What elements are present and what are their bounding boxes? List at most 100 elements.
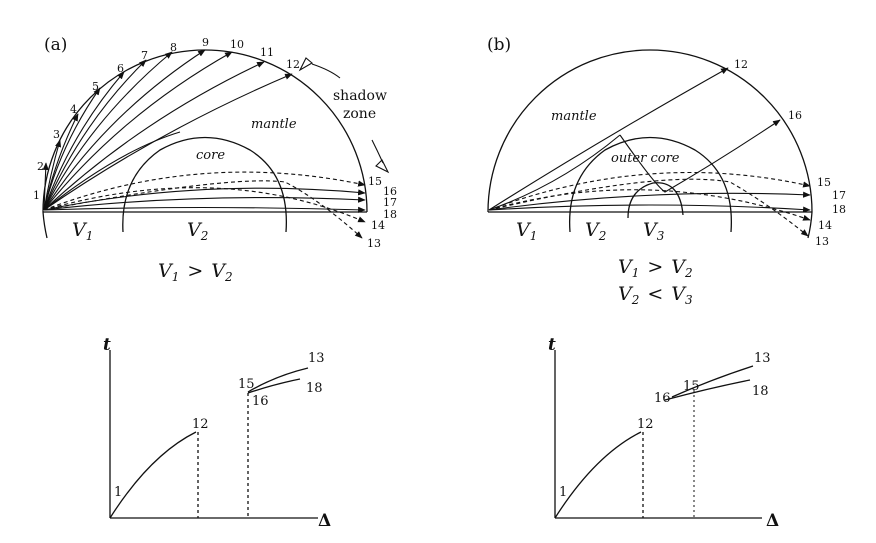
ray-a-16 <box>43 187 366 211</box>
ray-label: 1 <box>33 189 40 202</box>
panel-b-ray-numbers: 12 16 15 17 18 14 13 <box>734 58 846 248</box>
panel-a-dashed-rays <box>43 171 366 239</box>
shadow-zone-arrow-top <box>298 57 313 72</box>
ray-label: 18 <box>383 208 397 221</box>
ray-label: 13 <box>815 235 829 248</box>
graph-a-labels: t Δ 1 12 15 16 13 18 <box>103 335 331 531</box>
ray-label: 17 <box>383 196 397 209</box>
shadow-zone-label-1: shadow <box>333 88 387 104</box>
ray-label: 14 <box>371 219 385 232</box>
shadow-zone-label-2: zone <box>343 106 376 122</box>
panel-a-label: (a) <box>44 35 67 55</box>
panel-b-v3: V3 <box>643 219 665 243</box>
graph-a-point-label: 18 <box>306 381 323 396</box>
panel-a-ray-numbers: 1 2 3 4 5 6 7 8 9 10 11 12 13 14 15 16 1… <box>33 36 397 250</box>
ray-a-5 <box>43 87 101 211</box>
panel-a-v1: V1 <box>72 219 93 243</box>
panel-b-v1: V1 <box>516 219 537 243</box>
panel-b-outer-core-label: outer core <box>611 151 680 166</box>
shadow-zone-arrow-bottom <box>375 159 390 174</box>
ray-a-core-graze <box>43 131 181 211</box>
graph-a-curve-direct <box>109 431 197 519</box>
panel-b-labels: (b) mantle outer core V1 V2 V3 V1>V2 V2<… <box>487 35 846 307</box>
graph-a-x-label: Δ <box>318 511 331 531</box>
ray-a-17 <box>43 196 366 211</box>
panel-a-v2: V2 <box>187 219 208 243</box>
graph-b-curve-direct <box>554 431 642 519</box>
ray-label: 8 <box>170 41 177 54</box>
panel-a-core-label: core <box>196 148 225 163</box>
panel-b-solid-rays <box>488 67 811 213</box>
panel-b-mantle-label: mantle <box>551 109 597 124</box>
ray-a-9 <box>43 49 206 211</box>
ray-a-13 <box>43 180 363 239</box>
panel-a-core-boundary <box>122 136 288 233</box>
panel-b <box>487 49 813 239</box>
shadow-zone-arc-a <box>311 63 341 79</box>
panel-b-v2: V2 <box>585 219 606 243</box>
ray-label: 15 <box>817 176 831 189</box>
ray-a-8 <box>43 51 173 211</box>
panel-a-upper-rays <box>42 49 293 211</box>
ray-label: 4 <box>70 103 77 116</box>
panel-b-earth-outline <box>487 49 813 213</box>
ray-label: 12 <box>734 58 748 71</box>
panel-a <box>42 49 390 239</box>
panel-b-condition-2: V2<V3 <box>618 283 693 307</box>
graph-b-point-label: 15 <box>683 379 700 394</box>
shadow-zone-arc-b <box>371 139 384 164</box>
graph-b-branch-13 <box>671 365 754 398</box>
graph-b-x-label: Δ <box>766 511 779 531</box>
ray-label: 16 <box>383 185 397 198</box>
ray-label: 2 <box>37 160 44 173</box>
graph-a <box>109 350 318 519</box>
graph-b-point-label: 16 <box>654 391 671 406</box>
ray-b-14 <box>488 189 811 221</box>
ray-a-11 <box>43 61 265 211</box>
ray-a-18 <box>43 206 366 213</box>
graph-a-branch-18 <box>247 378 301 394</box>
graph-b-point-label: 12 <box>637 417 654 432</box>
ray-label: 17 <box>832 189 846 202</box>
panel-a-labels: (a) mantle core shadow zone V1 V2 V1>V2 … <box>33 35 397 284</box>
ray-b-17 <box>488 191 811 211</box>
graph-b-branch-18 <box>664 379 751 401</box>
ray-a-7 <box>43 59 147 211</box>
ray-label: 13 <box>367 237 381 250</box>
ray-label: 10 <box>230 38 244 51</box>
ray-label: 14 <box>818 219 832 232</box>
graph-b-point-label: 13 <box>754 351 771 366</box>
ray-b-12 <box>488 67 729 211</box>
ray-a-10 <box>43 51 233 211</box>
graph-a-point-label: 12 <box>192 417 209 432</box>
ray-label: 12 <box>286 58 300 71</box>
panel-a-earth-outline-lower-left <box>42 211 48 239</box>
graph-a-y-label: t <box>103 335 111 355</box>
ray-label: 7 <box>141 49 148 62</box>
ray-label: 9 <box>202 36 209 49</box>
panel-a-mantle-label: mantle <box>251 117 297 132</box>
ray-label: 15 <box>368 175 382 188</box>
ray-label: 5 <box>92 80 99 93</box>
panel-b-label: (b) <box>487 35 511 55</box>
graph-b-point-label: 1 <box>559 485 567 500</box>
panel-b-earth-outline-lower <box>807 211 813 239</box>
ray-a-15 <box>43 171 366 211</box>
panel-a-core-rays <box>43 187 366 213</box>
panel-b-condition-1: V1>V2 <box>618 256 693 280</box>
ray-a-6 <box>43 71 125 211</box>
ray-label: 18 <box>832 203 846 216</box>
ray-b-15 <box>488 171 811 211</box>
panel-b-inner-core-boundary <box>627 182 684 219</box>
graph-a-point-label: 13 <box>308 351 325 366</box>
ray-label: 11 <box>260 46 274 59</box>
graph-a-branch-13 <box>247 367 309 393</box>
graph-b-y-label: t <box>548 335 556 355</box>
graph-b-labels: t Δ 1 12 16 15 13 18 <box>548 335 779 531</box>
graph-b-point-label: 18 <box>752 384 769 399</box>
graph-a-point-label: 16 <box>252 394 269 409</box>
graph-b <box>554 350 762 519</box>
graph-a-point-label: 1 <box>114 485 122 500</box>
panel-b-dashed-rays <box>488 171 811 237</box>
